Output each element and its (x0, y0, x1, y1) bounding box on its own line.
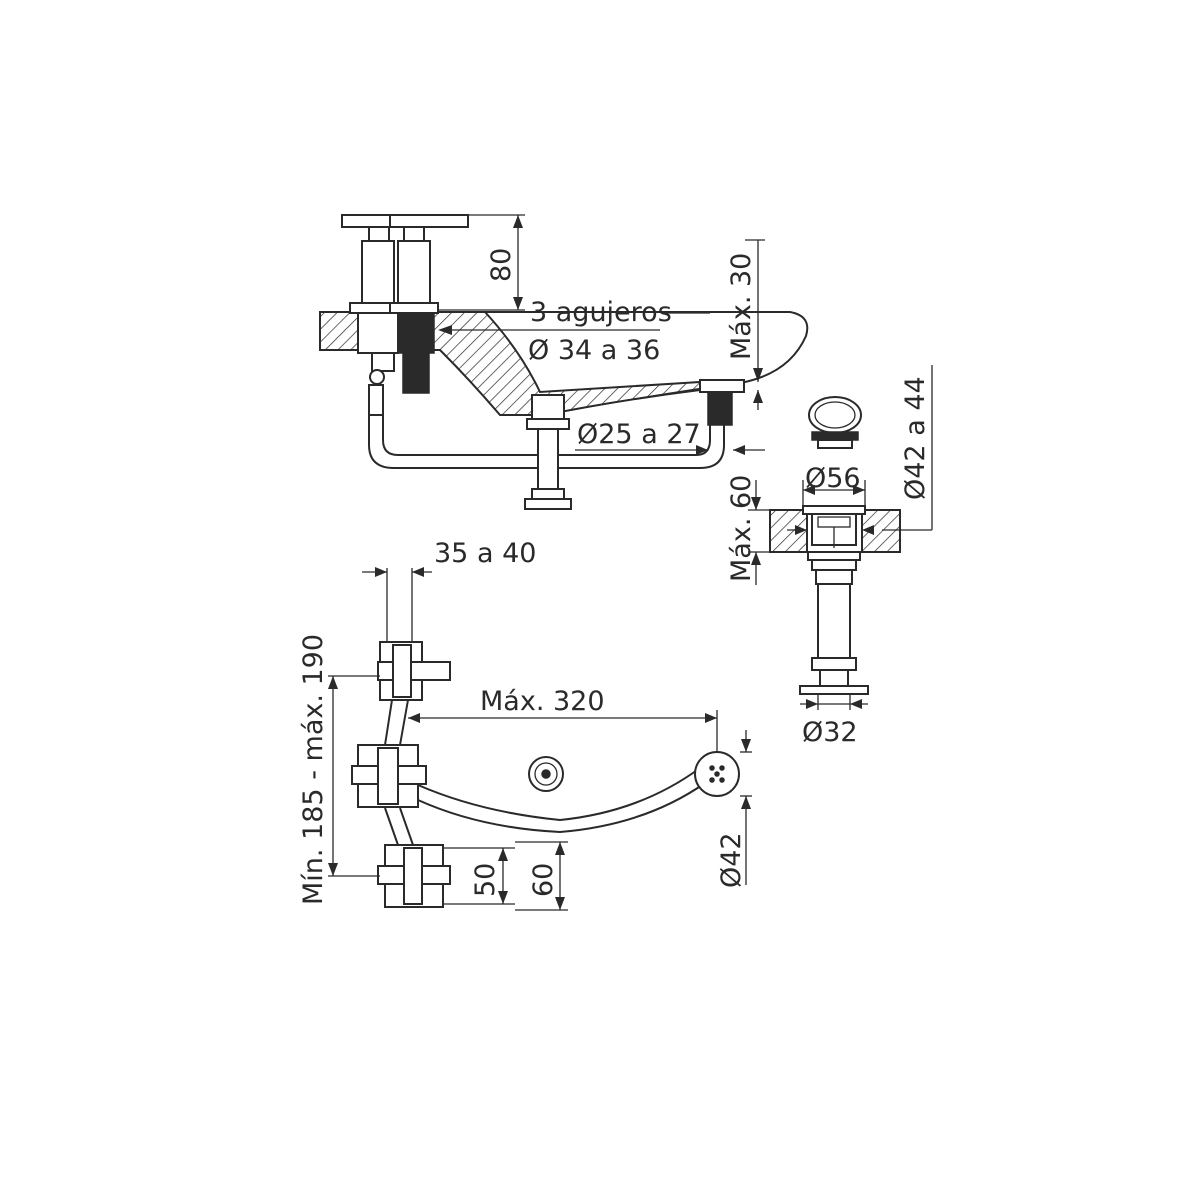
label-holes-diameter: Ø 34 a 36 (528, 335, 660, 366)
valve-bottom-plan (377, 844, 451, 908)
dim-max-30: Máx. 30 (726, 253, 757, 360)
dim-diam-32: Ø32 (802, 717, 858, 748)
valve-top-plan (377, 641, 451, 701)
drain-detail-view: Ø56 Máx. 60 Ø42 a 44 (726, 365, 933, 748)
spout-arm-plan (417, 767, 701, 822)
basin-rim (485, 311, 809, 383)
dim-80: 80 (486, 248, 517, 282)
dim-60: 60 (528, 863, 559, 897)
side-section-view: 80 3 agujeros Ø 34 a 36 Máx. 30 Ø25 a 27 (319, 214, 809, 510)
dim-diam-56: Ø56 (805, 463, 861, 494)
valve-middle-plan (351, 744, 427, 808)
plan-view: 35 a 40 Máx. 320 Mín. 185 - máx. 190 50 … (298, 538, 752, 911)
dim-35-40: 35 a 40 (434, 538, 536, 569)
dim-50: 50 (470, 863, 501, 897)
spout-outlet (699, 379, 745, 426)
label-holes-count: 3 agujeros (530, 297, 672, 328)
dim-diam-42-44: Ø42 a 44 (900, 376, 931, 500)
valve-body (357, 312, 435, 416)
handle-right (389, 214, 469, 314)
dim-max-320: Máx. 320 (480, 686, 605, 717)
dim-diam-25-27: Ø25 a 27 (577, 419, 701, 450)
dim-max-60: Máx. 60 (726, 475, 757, 582)
dim-diam-42: Ø42 (716, 832, 747, 888)
popup-drain (524, 394, 572, 510)
dim-min-max-185-190: Mín. 185 - máx. 190 (298, 634, 329, 905)
